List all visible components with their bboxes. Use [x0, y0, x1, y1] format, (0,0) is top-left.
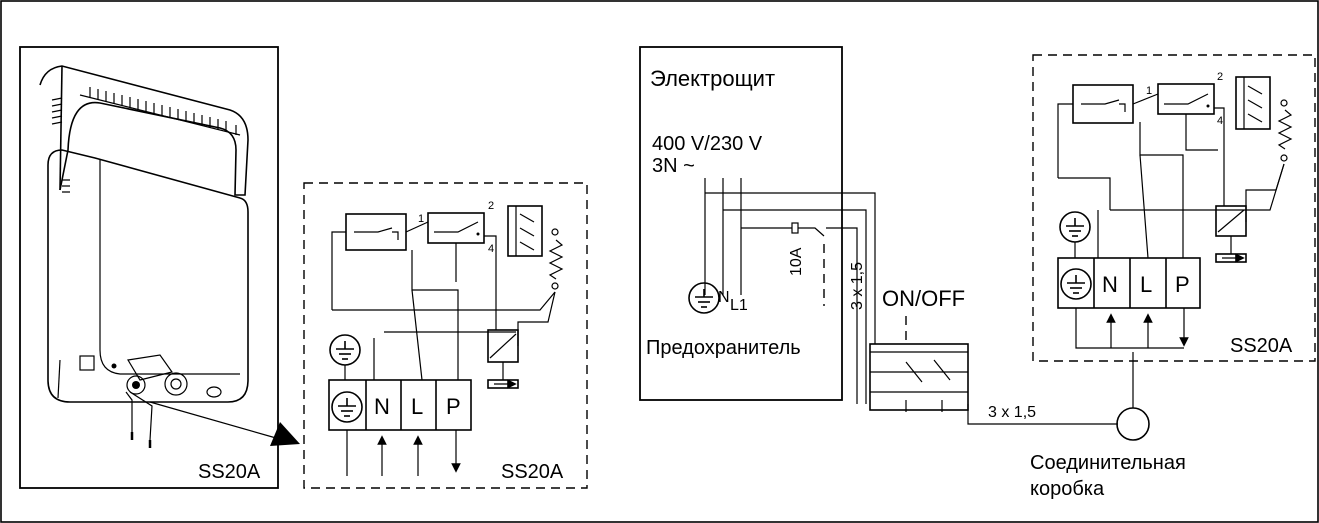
- panel-voltage: 400 V/230 V: [652, 133, 763, 155]
- on-off-switch: ON/OFF: [869, 286, 1118, 425]
- right-wiring-block: 1 2 4 N L P SS20A: [1032, 54, 1316, 362]
- cable-lower-spec: 3 x 1,5: [988, 404, 1036, 421]
- right-relay-pin-4: 4: [1217, 115, 1223, 127]
- left-relay-pin-4: 4: [488, 243, 494, 255]
- right-relay-pin-2: 2: [1217, 71, 1223, 83]
- left-relay-pin-2: 2: [488, 200, 494, 212]
- left-wiring-block: 1 2 4 N L P: [303, 182, 588, 489]
- right-relay-pin-1: 1: [1146, 85, 1152, 97]
- junction-label-line1: Соединительная: [1030, 452, 1186, 474]
- right-terminal-p: P: [1175, 272, 1190, 297]
- electrical-panel: Электрощит 400 V/230 V 3N ~ 10A N L1 Пре…: [639, 46, 876, 404]
- right-terminal-l: L: [1140, 272, 1152, 297]
- panel-supply: 3N ~: [652, 155, 695, 177]
- junction-label-line2: коробка: [1030, 478, 1105, 500]
- right-terminal-n: N: [1102, 272, 1118, 297]
- left-relay-pin-1: 1: [418, 213, 424, 225]
- heater-illustration: SS20A: [19, 46, 300, 489]
- left-wiring-dashed-border: [303, 182, 588, 489]
- panel-line-label: L1: [730, 297, 748, 314]
- switch-label: ON/OFF: [882, 286, 965, 311]
- heater-model-label: SS20A: [198, 461, 261, 483]
- left-terminal-n: N: [374, 394, 390, 419]
- heater-panel-frame: [19, 46, 279, 489]
- junction-box: Соединительная коробка: [1030, 352, 1186, 500]
- cable-upper-spec: 3 x 1,5: [849, 262, 866, 310]
- panel-title: Электрощит: [650, 66, 775, 91]
- right-model-label: SS20A: [1230, 335, 1293, 357]
- left-model-label: SS20A: [501, 461, 564, 483]
- fuse-caption: Предохранитель: [646, 337, 801, 359]
- left-terminal-l: L: [411, 394, 423, 419]
- left-terminal-p: P: [446, 394, 461, 419]
- panel-neutral-label: N: [718, 289, 730, 306]
- fuse-rating: 10A: [788, 247, 805, 276]
- right-wiring-dashed-border: [1032, 54, 1316, 362]
